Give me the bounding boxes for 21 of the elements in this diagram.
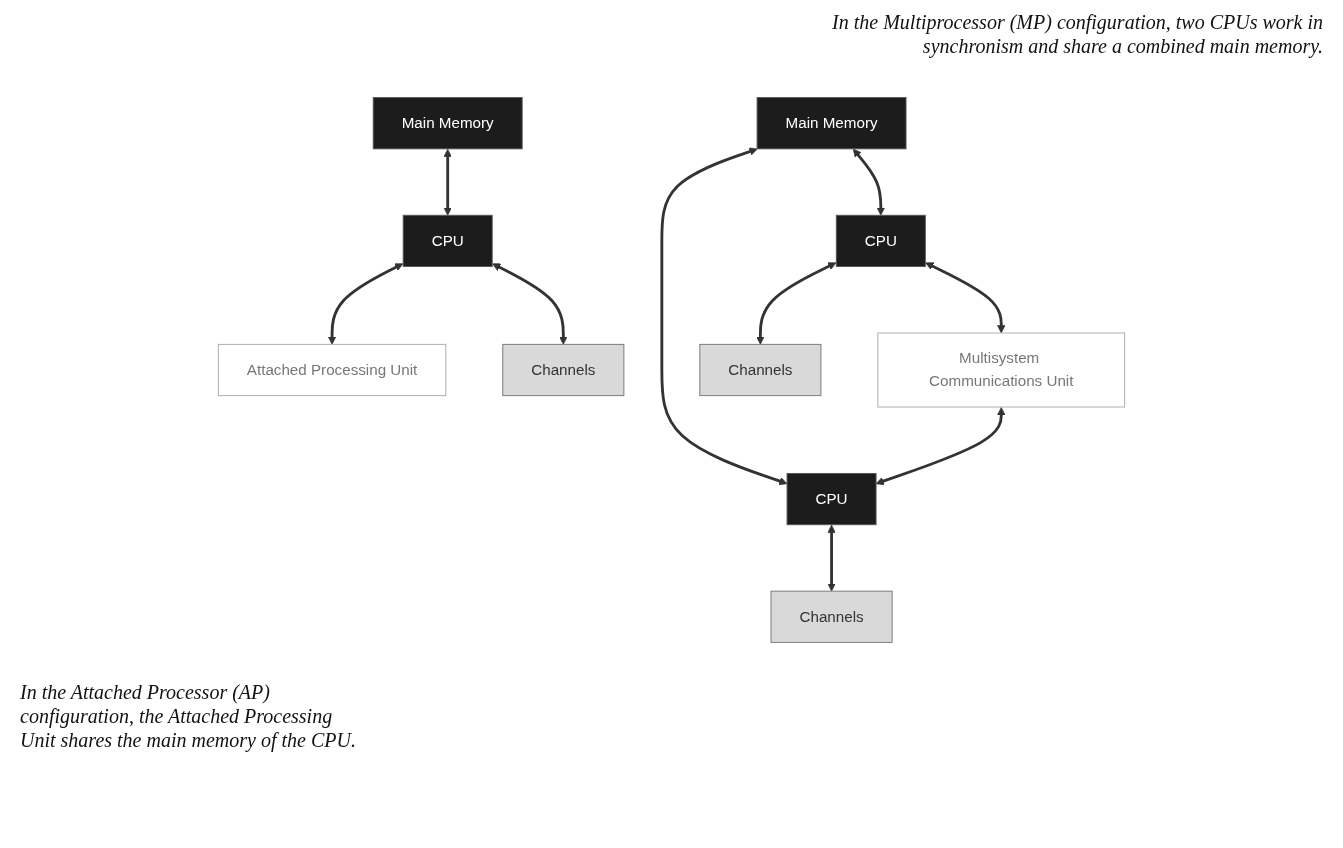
node-box: Channels <box>502 343 625 397</box>
node-box: CPU <box>402 214 493 267</box>
arrow <box>827 524 836 592</box>
arrow <box>852 148 885 216</box>
caption-text: In the Multiprocessor (MP) configuration, two CPUs work in synchronism and share a combined main memory. <box>831 10 1323 58</box>
node-box: Multisystem Communications Unit <box>877 332 1126 408</box>
node-box: CPU <box>835 214 926 267</box>
arrow <box>492 263 568 345</box>
caption-text: In the Attached Processor (AP) configuration, the Attached Processing Unit shares the main memory of the CPU. <box>20 680 357 752</box>
arrow <box>443 148 452 216</box>
node-box: Attached Processing Unit <box>217 343 447 397</box>
arrow <box>875 407 1006 486</box>
arrow <box>756 262 837 345</box>
node-box: CPU <box>786 473 877 526</box>
node-box: Main Memory <box>756 97 907 150</box>
node-box: Channels <box>770 590 893 643</box>
arrow <box>327 263 404 345</box>
node-box: Main Memory <box>372 97 523 150</box>
arrow <box>925 262 1006 334</box>
node-box: Channels <box>699 343 822 397</box>
arrow <box>660 147 788 486</box>
